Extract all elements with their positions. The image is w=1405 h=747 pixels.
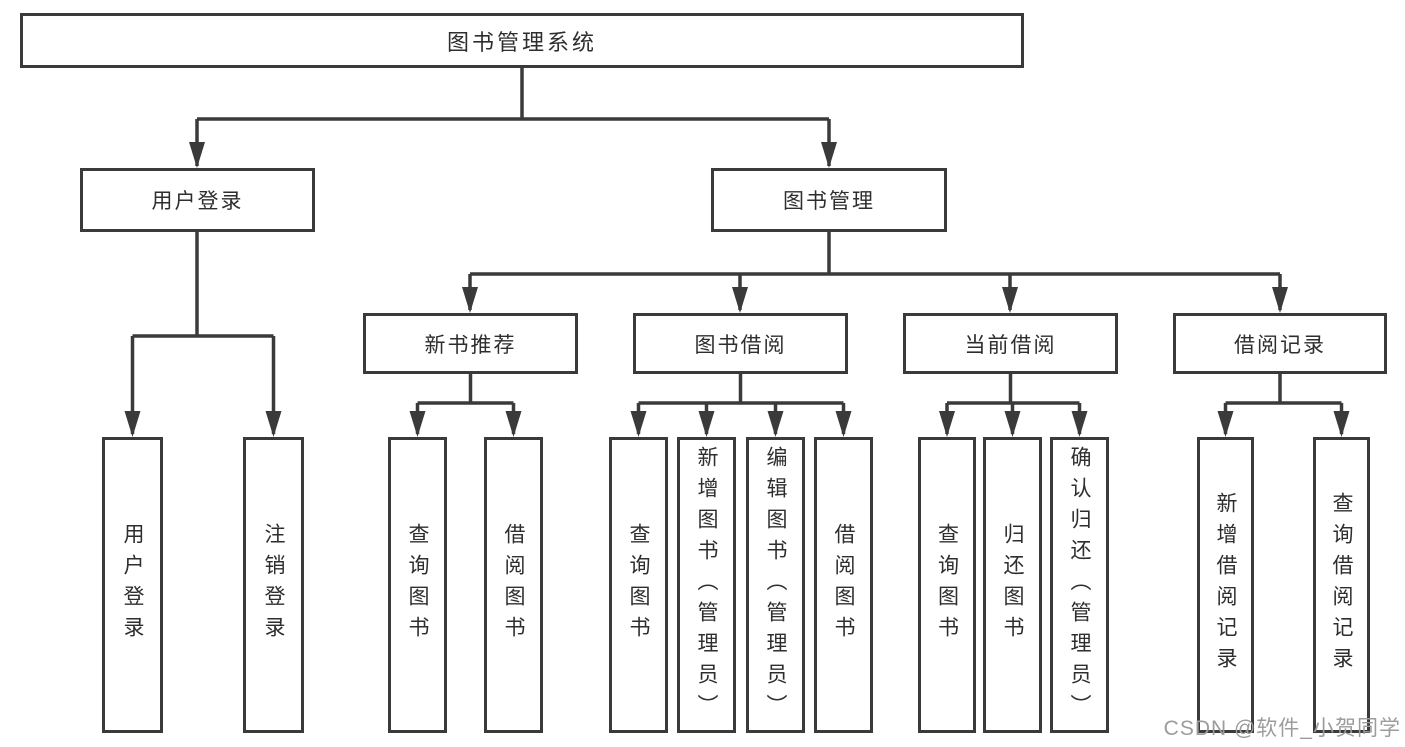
leaf-borrow-borrow-books: 借阅图书 — [814, 437, 873, 733]
arrowhead-icon — [939, 411, 955, 437]
leaf-current-return-books: 归还图书 — [983, 437, 1042, 733]
leaf-borrow-query-books: 查询图书 — [609, 437, 668, 733]
leaf-borrow-edit-books-admin: 编辑图书（管理员） — [746, 437, 805, 733]
arrowhead-icon — [505, 411, 522, 437]
connector-recommend-children — [415, 374, 516, 434]
node-current-borrow: 当前借阅 — [903, 313, 1118, 374]
arrowhead-icon — [630, 411, 647, 437]
node-book-management: 图书管理 — [711, 168, 947, 232]
arrowhead-icon — [265, 411, 282, 437]
arrowhead-icon — [1333, 411, 1350, 437]
node-root-system: 图书管理系统 — [20, 13, 1024, 68]
arrowhead-icon — [732, 287, 748, 313]
node-user-login: 用户登录 — [80, 168, 315, 232]
arrowhead-icon — [698, 411, 715, 437]
leaf-borrow-add-books-admin: 新增图书（管理员） — [677, 437, 736, 733]
arrowhead-icon — [124, 411, 141, 437]
arrowhead-icon — [189, 142, 205, 168]
leaf-user-login: 用户登录 — [102, 437, 163, 733]
arrowhead-icon — [409, 411, 426, 437]
connector-book-mgmt-to-level3 — [468, 232, 1282, 310]
arrowhead-icon — [821, 142, 837, 168]
arrowhead-icon — [1217, 411, 1234, 437]
csdn-watermark: CSDN @软件_小贺同学 — [1163, 717, 1401, 740]
arrowhead-icon — [1004, 411, 1021, 437]
arrowhead-icon — [462, 287, 478, 313]
leaf-records-query-record: 查询借阅记录 — [1313, 437, 1370, 733]
connector-records-children — [1223, 374, 1344, 434]
arrowhead-icon — [1272, 287, 1288, 313]
connector-user-login-children — [130, 232, 276, 434]
leaf-recommend-borrow-books: 借阅图书 — [484, 437, 543, 733]
leaf-logout: 注销登录 — [243, 437, 304, 733]
leaf-records-add-record: 新增借阅记录 — [1197, 437, 1254, 733]
node-borrow-records: 借阅记录 — [1173, 313, 1387, 374]
arrowhead-icon — [1002, 287, 1018, 313]
connector-borrow-children — [636, 374, 846, 434]
arrowhead-icon — [767, 411, 784, 437]
leaf-current-query-books: 查询图书 — [918, 437, 976, 733]
leaf-recommend-query-books: 查询图书 — [388, 437, 447, 733]
node-book-borrow: 图书借阅 — [633, 313, 848, 374]
node-new-book-recommend: 新书推荐 — [363, 313, 578, 374]
connector-root-to-level2 — [195, 68, 831, 166]
leaf-current-confirm-return-admin: 确认归还（管理员） — [1050, 437, 1109, 733]
arrowhead-icon — [835, 411, 852, 437]
arrowhead-icon — [1071, 411, 1088, 437]
